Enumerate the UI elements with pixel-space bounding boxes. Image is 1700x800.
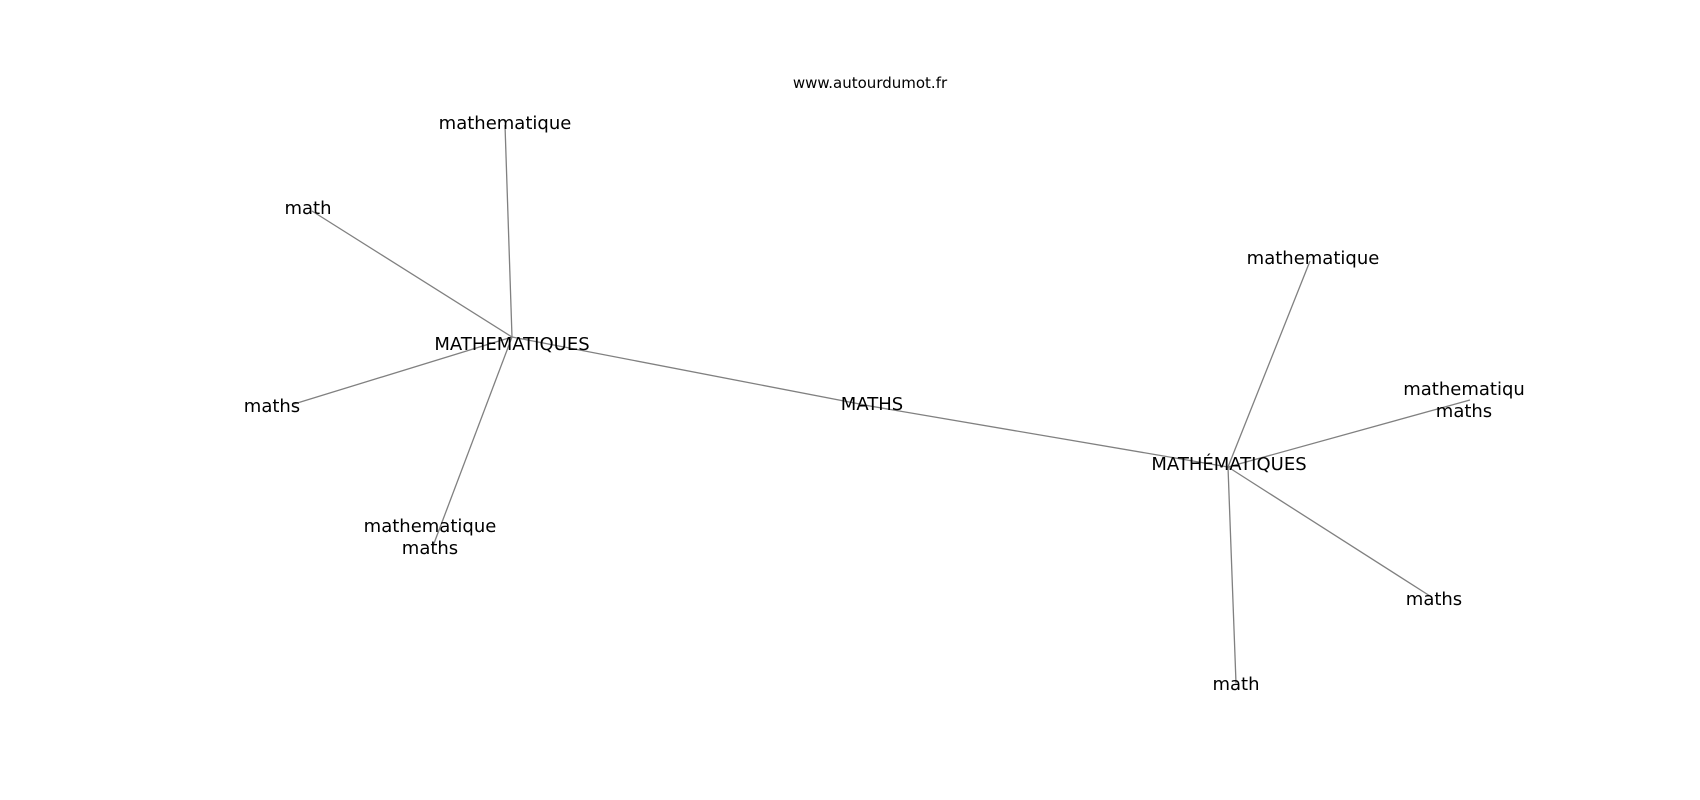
node-left-maths[interactable]: maths (244, 396, 300, 417)
edge-hub-right-right-mathematique (1227, 260, 1311, 468)
node-label-line: maths (402, 538, 458, 559)
node-left-mathematique[interactable]: mathematique (439, 113, 572, 134)
node-label-line: math (284, 198, 331, 219)
node-label-line: maths (244, 396, 300, 417)
node-label-line: mathematiqu (1403, 379, 1525, 400)
node-left-math[interactable]: math (284, 198, 331, 219)
edge-hub-left-center (511, 336, 871, 407)
node-label-line: maths (1406, 589, 1462, 610)
node-label-line: MATHEMATIQUES (434, 334, 589, 355)
node-right-mathematique[interactable]: mathematique (1247, 248, 1380, 269)
node-hub-right[interactable]: MATHÉMATIQUES (1151, 453, 1306, 475)
node-label-line: maths (1436, 401, 1492, 422)
nodes: MATHS MATHEMATIQUES MATHÉMATIQUES mathemati… (244, 113, 1525, 695)
node-right-math[interactable]: math (1212, 674, 1259, 695)
edge-hub-right-right-maths (1227, 466, 1431, 597)
node-hub-left[interactable]: MATHEMATIQUES (434, 334, 589, 355)
edge-center-hub-right (869, 405, 1229, 468)
edge-hub-right-right-mathematiqu-maths (1227, 399, 1471, 468)
node-label-line: mathematique (1247, 248, 1380, 269)
node-label-line: MATHÉMATIQUES (1151, 453, 1306, 475)
node-label-line: math (1212, 674, 1259, 695)
edge-hub-left-left-math (311, 210, 513, 338)
edge-hub-left-left-mathematique (504, 124, 513, 338)
node-right-maths[interactable]: maths (1406, 589, 1462, 610)
edge-hub-right-right-math (1227, 466, 1237, 684)
edge-hub-left-left-maths (293, 336, 513, 405)
edge-hub-left-left-mathematique-maths (432, 336, 513, 547)
node-label-line: mathematique (364, 516, 497, 537)
edges (293, 124, 1471, 684)
node-center[interactable]: MATHS (841, 394, 903, 415)
site-url: www.autourdumot.fr (793, 74, 948, 92)
node-label-line: MATHS (841, 394, 903, 415)
node-label-line: mathematique (439, 113, 572, 134)
